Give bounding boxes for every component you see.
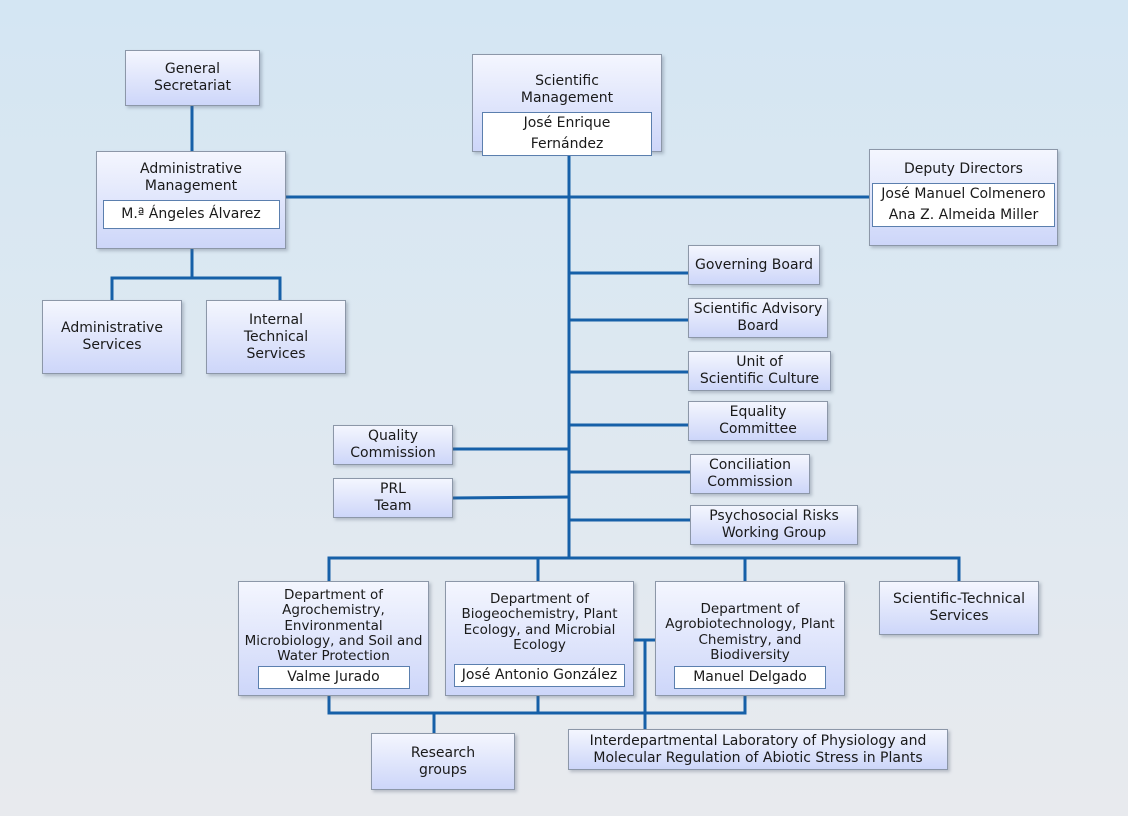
dept-agrochemistry-label: Department of Agrochemistry, Environment… — [244, 587, 423, 665]
dept-agrobiotechnology-head: Manuel Delgado — [674, 666, 826, 690]
research-groups-label: Research groups — [410, 744, 476, 778]
dept-biogeochemistry-box: Department of Biogeochemistry, Plant Eco… — [445, 581, 634, 696]
general-secretariat-box: General Secretariat — [125, 50, 260, 106]
scientific-technical-services-label: Scientific-Technical Services — [893, 591, 1025, 624]
scientific-advisory-board-label: Scientific Advisory Board — [693, 301, 823, 334]
conciliation-commission-label: Conciliation Commission — [707, 457, 793, 490]
equality-committee-label: Equality Committee — [719, 404, 797, 437]
prl-team-label: PRL Team — [374, 481, 412, 514]
scientific-management-box: Scientific Management José Enrique Ferná… — [472, 54, 662, 156]
deputy-directors-box: Deputy Directors José Manuel Colmenero A… — [869, 149, 1058, 246]
dept-biogeochemistry-label: Department of Biogeochemistry, Plant Eco… — [461, 591, 618, 653]
internal-technical-services-label: Internal Technical Services — [243, 311, 309, 362]
conciliation-commission-box: Conciliation Commission — [690, 454, 810, 494]
governing-board-label: Governing Board — [695, 256, 813, 273]
scientific-management-label: Scientific Management — [520, 73, 614, 106]
administrative-management-box: Administrative Management M.ª Ángeles Ál… — [96, 151, 286, 249]
deputy-directors-label: Deputy Directors — [904, 161, 1023, 177]
quality-commission-label: Quality Commission — [350, 428, 436, 461]
equality-committee-box: Equality Committee — [688, 401, 828, 441]
psychosocial-risks-label: Psychosocial Risks Working Group — [709, 508, 839, 541]
scientific-technical-services-box: Scientific-Technical Services — [879, 581, 1039, 635]
deputy-directors-persons: José Manuel Colmenero Ana Z. Almeida Mil… — [872, 183, 1055, 227]
psychosocial-risks-box: Psychosocial Risks Working Group — [690, 505, 858, 545]
quality-commission-box: Quality Commission — [333, 425, 453, 465]
dept-biogeochemistry-head: José Antonio González — [454, 664, 625, 688]
dept-agrobiotechnology-box: Department of Agrobiotechnology, Plant C… — [655, 581, 845, 696]
unit-scientific-culture-box: Unit of Scientific Culture — [688, 351, 831, 391]
general-secretariat-label: General Secretariat — [153, 61, 232, 94]
administrative-management-label: Administrative Management — [140, 161, 242, 194]
scientific-advisory-board-box: Scientific Advisory Board — [688, 298, 828, 338]
internal-technical-services-box: Internal Technical Services — [206, 300, 346, 374]
governing-board-box: Governing Board — [688, 245, 820, 285]
administrative-services-label: Administrative Services — [61, 320, 163, 353]
unit-scientific-culture-label: Unit of Scientific Culture — [699, 354, 820, 387]
prl-team-box: PRL Team — [333, 478, 453, 518]
dept-agrochemistry-head: Valme Jurado — [257, 666, 410, 690]
scientific-management-person: José Enrique Fernández — [482, 112, 652, 156]
interdepartmental-lab-label: Interdepartmental Laboratory of Physiolo… — [589, 732, 927, 766]
dept-agrochemistry-box: Department of Agrochemistry, Environment… — [238, 581, 429, 696]
administrative-management-person: M.ª Ángeles Álvarez — [102, 200, 280, 229]
research-groups-box: Research groups — [371, 733, 515, 790]
administrative-services-box: Administrative Services — [42, 300, 182, 374]
interdepartmental-lab-box: Interdepartmental Laboratory of Physiolo… — [568, 729, 948, 770]
dept-agrobiotechnology-label: Department of Agrobiotechnology, Plant C… — [665, 601, 835, 663]
